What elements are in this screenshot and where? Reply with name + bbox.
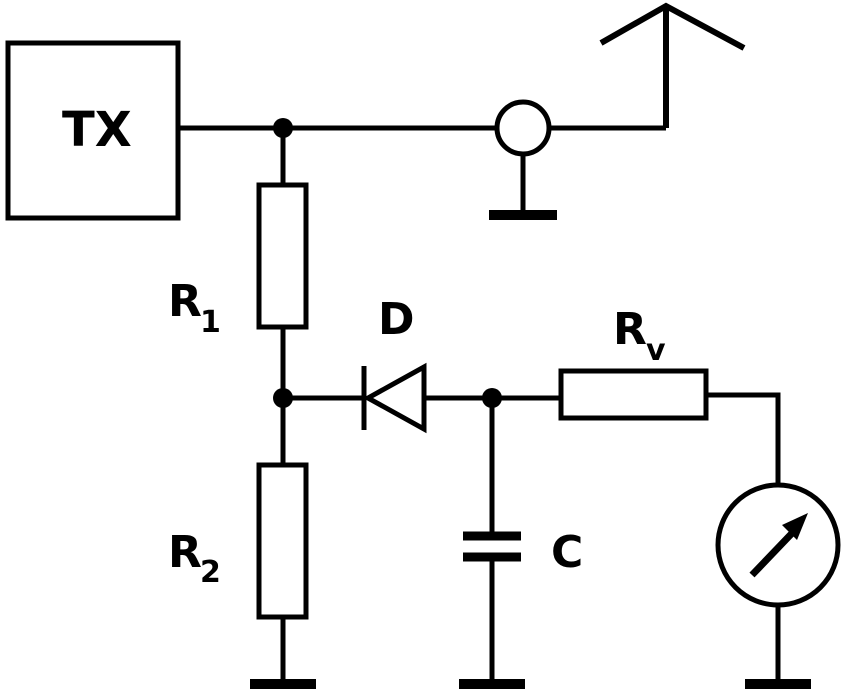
capacitor-symbol xyxy=(463,398,521,680)
resistor-1-label: R xyxy=(168,276,202,327)
transmitter-label: TX xyxy=(62,102,132,158)
transmitter-block: TX xyxy=(5,40,181,221)
meter-icon xyxy=(715,482,841,680)
series-resistor-symbol xyxy=(558,368,781,484)
capacitor-label: C xyxy=(551,527,583,578)
series-resistor-label: R xyxy=(613,304,647,355)
diode-label: D xyxy=(378,294,415,345)
series-resistor-subscript: v xyxy=(646,333,666,368)
resistor-2-symbol xyxy=(256,398,309,680)
resistor-1-symbol xyxy=(256,128,309,398)
diode-symbol xyxy=(361,362,427,434)
resistor-2-subscript: 2 xyxy=(200,555,221,590)
resistor-1-subscript: 1 xyxy=(200,305,221,340)
antenna-icon xyxy=(599,2,746,128)
coax-connector-icon xyxy=(489,99,557,220)
resistor-2-label: R xyxy=(168,527,202,578)
